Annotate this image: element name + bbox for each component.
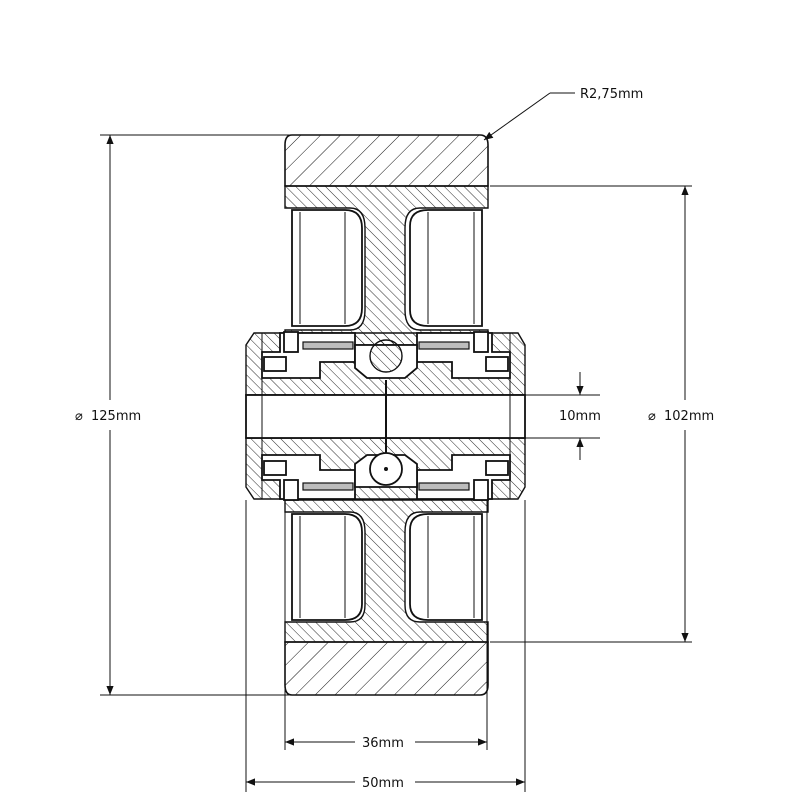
wheel-web-top [284,185,489,346]
overall-width-label: 50mm [362,776,404,791]
inner-diameter-symbol: ⌀ [648,409,656,424]
bearing-top [261,331,511,379]
bore-label: 10mm [559,409,601,424]
inner-diameter-label: 102mm [664,409,714,424]
outer-diameter-symbol: ⌀ [75,409,83,424]
tyre-top [284,134,489,187]
dimension-lines [100,92,692,792]
radius-label: R2,75mm [580,87,643,102]
tyre-bottom [284,641,489,696]
bearing-bottom [261,452,511,501]
wheel-web-bottom [284,499,489,643]
tread-width-label: 36mm [362,736,404,751]
outer-diameter-label: 125mm [91,409,141,424]
